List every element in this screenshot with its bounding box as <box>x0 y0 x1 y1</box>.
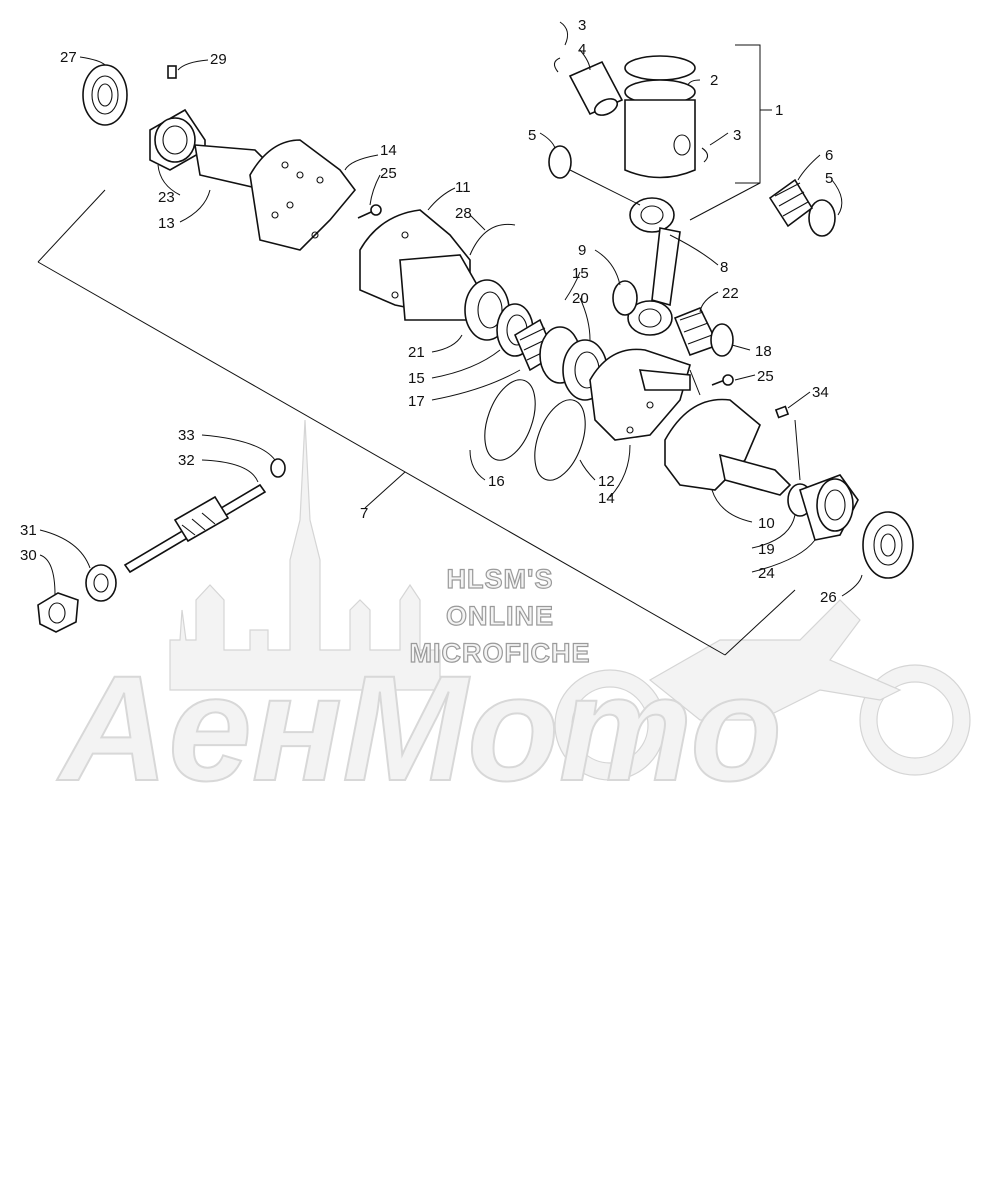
part-33-washer <box>270 458 286 478</box>
callout-5-left: 5 <box>528 127 536 144</box>
part-2-piston <box>624 55 696 179</box>
callout-25-left: 25 <box>380 165 397 182</box>
callout-24: 24 <box>758 565 775 582</box>
part-32-shaft <box>123 483 267 574</box>
callout-11: 11 <box>455 179 471 196</box>
callout-25-right: 25 <box>757 368 774 385</box>
callout-numbers: 27 29 3 4 2 1 3 5 6 5 14 25 11 28 23 13 … <box>20 17 837 606</box>
callout-3-right: 3 <box>733 127 741 144</box>
callout-10: 10 <box>758 515 775 532</box>
part-4-piston-pin <box>568 60 624 116</box>
callout-5-right: 5 <box>825 170 833 187</box>
watermark-line-1: HLSM'S <box>447 564 554 594</box>
callout-4: 4 <box>578 41 586 58</box>
part-23-bearing <box>149 108 206 171</box>
part-16-o-ring <box>484 379 536 461</box>
callout-1: 1 <box>775 102 783 119</box>
assembly-bracket-1 <box>689 44 772 221</box>
callout-31: 31 <box>20 522 37 539</box>
callout-32: 32 <box>178 452 195 469</box>
part-12-crank-half <box>589 348 691 441</box>
logo-watermark: AенMото <box>56 644 782 812</box>
part-27-seal <box>82 64 128 126</box>
callout-27: 27 <box>60 49 77 66</box>
callout-29: 29 <box>210 51 227 68</box>
part-8-connecting-rod <box>627 197 681 336</box>
callout-28: 28 <box>455 205 472 222</box>
callout-30: 30 <box>20 547 37 564</box>
callout-14-top: 14 <box>380 142 397 159</box>
part-3-clip-right <box>701 147 709 163</box>
callout-13: 13 <box>158 215 175 232</box>
part-31-bearing <box>85 564 117 602</box>
part-26-seal <box>862 511 914 579</box>
callout-12: 12 <box>598 473 615 490</box>
assembly-bracket-7 <box>37 189 796 656</box>
callout-19: 19 <box>758 541 775 558</box>
part-9-washer <box>612 280 638 316</box>
callout-7: 7 <box>360 505 368 522</box>
callout-21: 21 <box>408 344 425 361</box>
part-14-o-ring <box>534 399 586 481</box>
skyline-watermark <box>169 419 441 691</box>
part-24-bearing <box>799 474 859 541</box>
watermark-line-2: ONLINE <box>446 601 554 631</box>
callout-9: 9 <box>578 242 586 259</box>
callout-15-top: 15 <box>572 265 589 282</box>
watermark: AенMото HLSM'S ONLINE MICROFICHE <box>55 419 971 813</box>
part-5-washer-left <box>548 145 572 179</box>
part-22-needle-bearing <box>673 306 720 357</box>
part-3-clip-top <box>553 57 561 73</box>
part-30-nut <box>37 592 79 633</box>
callout-17: 17 <box>408 393 425 410</box>
callout-34: 34 <box>812 384 829 401</box>
callout-6: 6 <box>825 147 833 164</box>
part-6-needle-bearing <box>768 178 814 228</box>
callout-26: 26 <box>820 589 837 606</box>
callout-20: 20 <box>572 290 589 307</box>
leader-lines <box>39 21 863 597</box>
part-28-snap-ring <box>469 223 516 256</box>
part-29-pin <box>167 65 177 79</box>
part-25-screw-left <box>357 204 382 219</box>
part-18-washer <box>710 323 734 357</box>
part-34-key <box>774 405 790 419</box>
callout-3-top: 3 <box>578 17 586 34</box>
callout-16: 16 <box>488 473 505 490</box>
callout-23: 23 <box>158 189 175 206</box>
callout-15-bottom: 15 <box>408 370 425 387</box>
callout-14-bottom: 14 <box>598 490 615 507</box>
callout-8: 8 <box>720 259 728 276</box>
part-13-crank-half <box>194 139 357 251</box>
callout-18: 18 <box>755 343 772 360</box>
callout-33: 33 <box>178 427 195 444</box>
callout-2: 2 <box>710 72 718 89</box>
callout-22: 22 <box>722 285 739 302</box>
part-5-washer-right <box>808 199 836 237</box>
part-10-crank-half <box>664 398 792 496</box>
motorcycle-watermark <box>554 599 971 781</box>
part-11-crank-half <box>359 209 481 321</box>
part-25-screw-right <box>711 374 734 386</box>
watermark-line-3: MICROFICHE <box>410 638 591 668</box>
